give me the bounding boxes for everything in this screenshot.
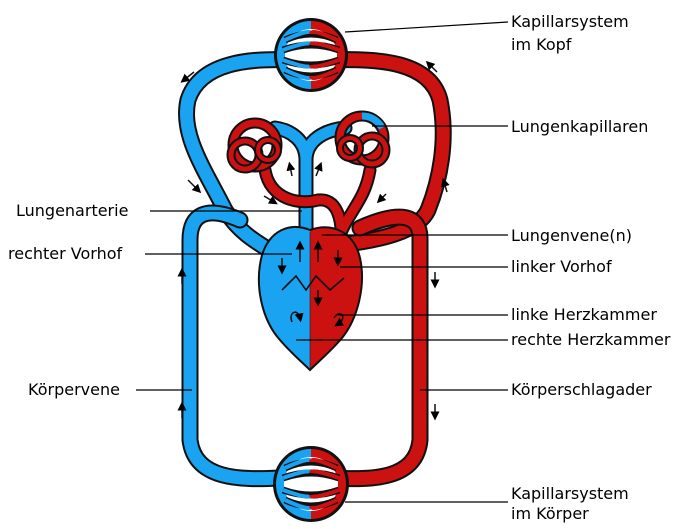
heart (259, 227, 362, 370)
head-capillary-system (274, 18, 348, 92)
label-left-atrium: linker Vorhof (511, 256, 612, 278)
label-head-capillaries-line1: Kapillarsystem (511, 11, 629, 33)
leader-head-capillaries (345, 22, 508, 32)
left-lung-coils (231, 123, 278, 169)
label-pulmonary-veins: Lungenvene(n) (511, 225, 632, 247)
label-body-capillaries-line2: im Körper (511, 505, 589, 523)
body-capillary-system (273, 446, 349, 522)
label-vena-cava: Körpervene (28, 379, 120, 401)
label-pulmonary-artery: Lungenarterie (16, 200, 128, 222)
label-aorta: Körperschlagader (511, 379, 652, 401)
label-body-capillaries-line1: Kapillarsystem (511, 483, 629, 505)
label-right-atrium: rechter Vorhof (8, 243, 122, 265)
right-lung-coils (340, 116, 386, 164)
label-right-ventricle: rechte Herzkammer (511, 329, 670, 351)
label-left-ventricle: linke Herzkammer (511, 304, 657, 326)
label-head-capillaries-line2: im Kopf (511, 34, 571, 56)
label-lung-capillaries: Lungenkapillaren (511, 116, 648, 138)
